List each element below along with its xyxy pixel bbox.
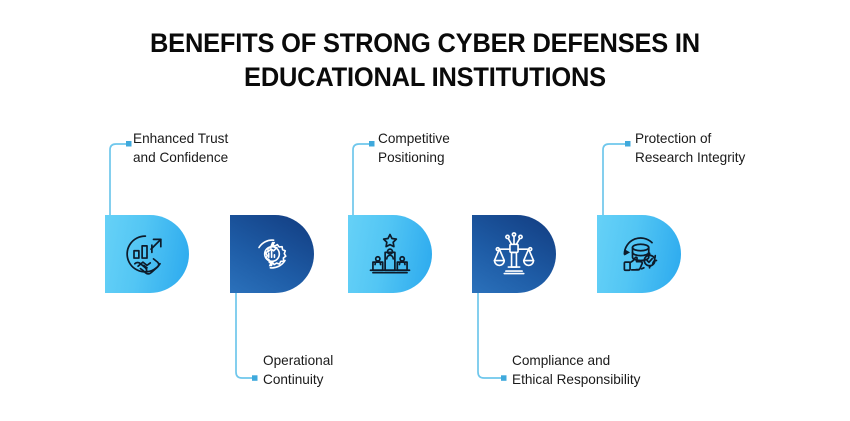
benefit-label-2-line-2: Continuity <box>263 372 324 387</box>
benefit-card-3[interactable] <box>348 215 432 293</box>
page-title: BENEFITS OF STRONG CYBER DEFENSES IN EDU… <box>0 26 850 94</box>
handshake-growth-chart-icon <box>121 228 173 280</box>
page-title-line-2: EDUCATIONAL INSTITUTIONS <box>244 62 606 92</box>
benefit-card-2[interactable] <box>230 215 314 293</box>
gear-chart-refresh-icon <box>246 228 298 280</box>
benefit-label-2: Operational Continuity <box>263 351 333 389</box>
benefit-label-3-line-1: Competitive <box>378 131 450 146</box>
benefit-card-1[interactable] <box>105 215 189 293</box>
benefit-label-4: Compliance and Ethical Responsibility <box>512 351 640 389</box>
benefit-label-1-line-2: and Confidence <box>133 150 229 165</box>
winners-podium-star-icon <box>364 228 416 280</box>
page-title-line-1: BENEFITS OF STRONG CYBER DEFENSES IN <box>149 28 700 58</box>
benefit-card-4[interactable] <box>472 215 556 293</box>
benefit-card-5 <box>597 215 681 293</box>
benefit-label-1-line-1: Enhanced Trust <box>133 131 229 146</box>
benefit-label-5-line-1: Protection of <box>635 131 712 146</box>
benefit-label-4-line-1: Compliance and <box>512 353 611 368</box>
benefit-label-2-line-1: Operational <box>263 353 334 368</box>
benefit-label-4-line-2: Ethical Responsibility <box>512 372 641 387</box>
benefit-label-1: Enhanced Trust and Confidence <box>133 129 228 167</box>
database-thumbsup-verified-icon <box>613 228 665 280</box>
benefit-label-5-line-2: Research Integrity <box>635 150 746 165</box>
justice-scales-circuit-icon <box>488 228 540 280</box>
benefit-label-5: Protection of Research Integrity <box>635 129 745 167</box>
benefit-label-3: Competitive Positioning <box>378 129 450 167</box>
benefit-label-3-line-2: Positioning <box>378 150 445 165</box>
